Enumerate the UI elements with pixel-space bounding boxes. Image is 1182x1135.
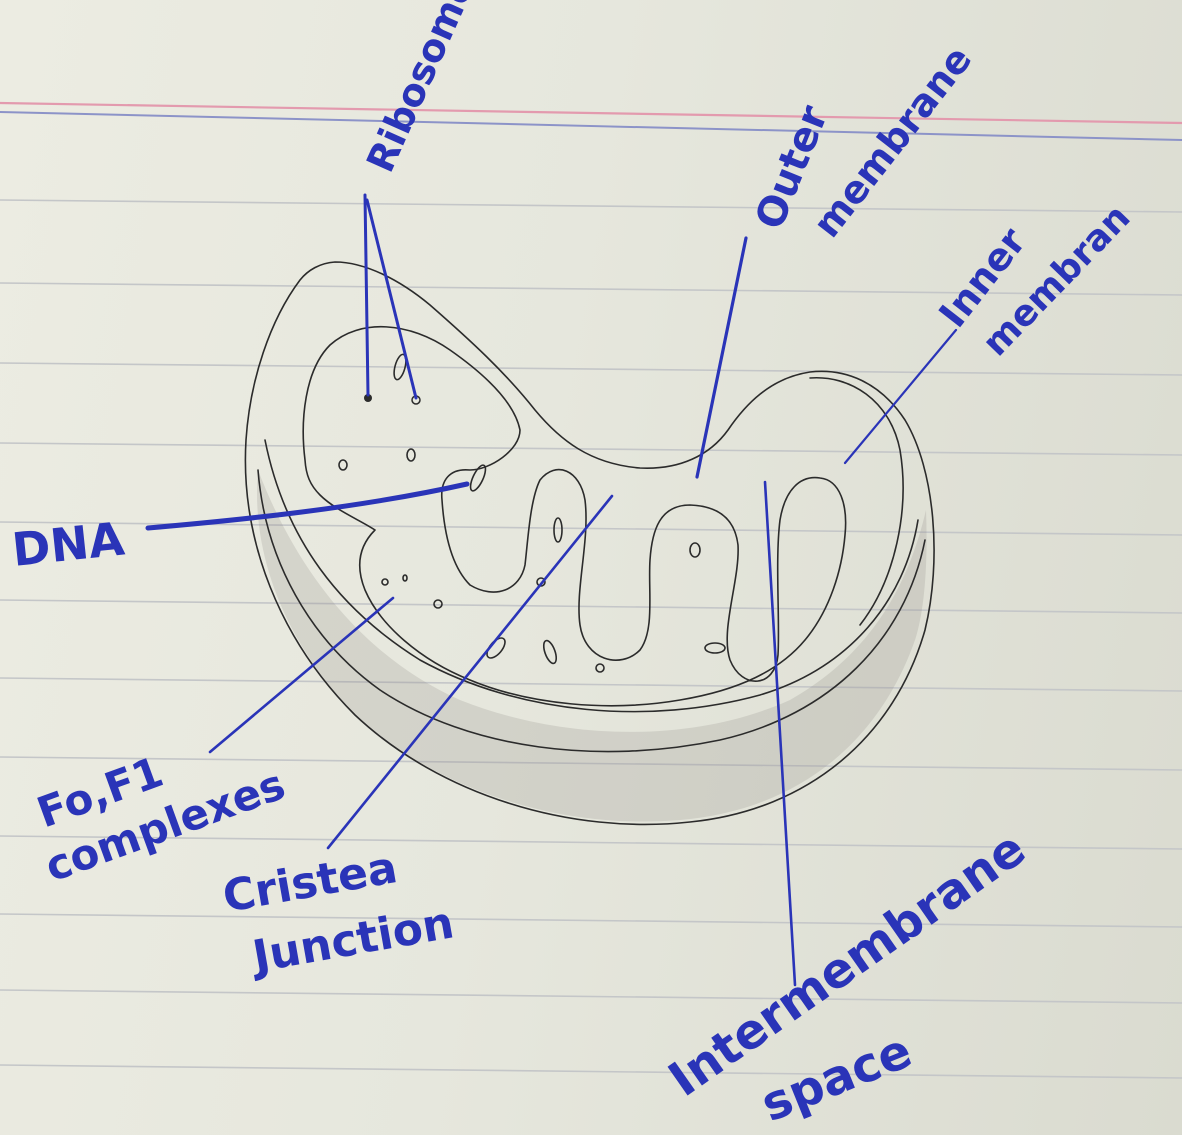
inner-membrane-channel xyxy=(810,378,903,625)
inner-membrane xyxy=(303,327,845,706)
label-dna: DNA xyxy=(10,511,128,576)
label-outer-membrane-line2: membrane xyxy=(804,38,980,246)
margin-line-blue xyxy=(0,112,1182,140)
label-ribosomes: Ribosomes xyxy=(358,0,493,179)
margin-line-pink xyxy=(0,103,1182,123)
